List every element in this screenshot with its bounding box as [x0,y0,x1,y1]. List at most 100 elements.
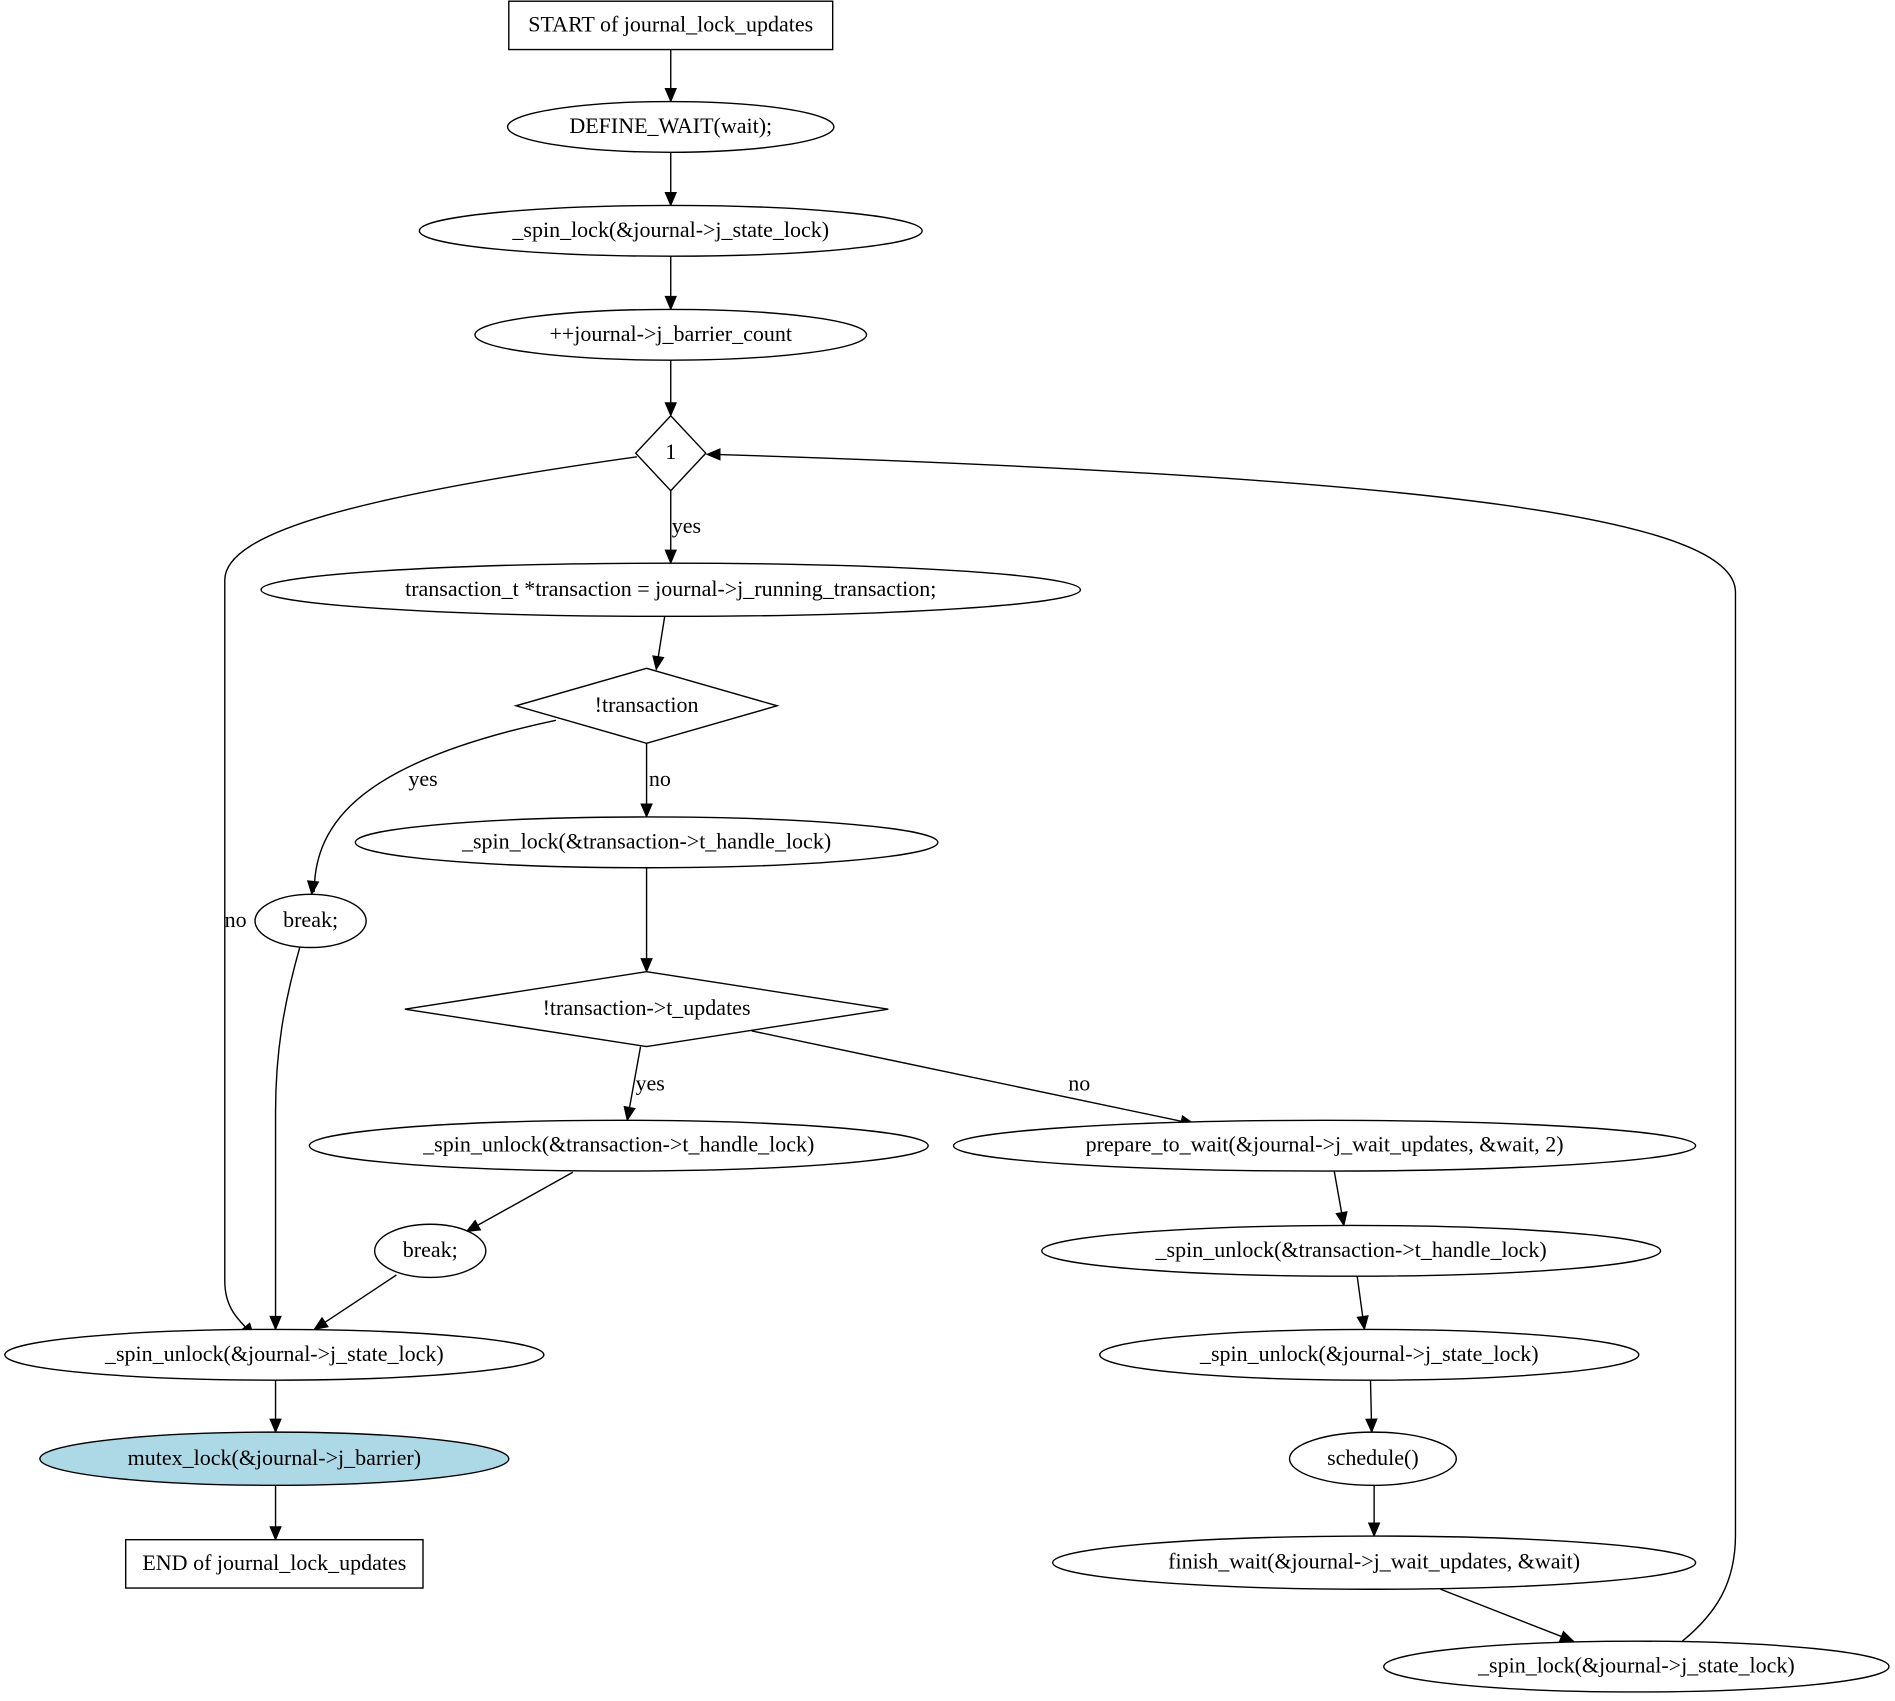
edge-label: yes [672,513,701,538]
arrowhead [640,958,653,973]
arrowhead [652,655,665,671]
node-shape [506,100,835,153]
edge-label: yes [636,1070,665,1095]
node-shape [1383,1640,1890,1693]
arrowhead [705,448,721,461]
edge-label: yes [408,766,437,791]
edge-spin_lock_state-to-barrier_count [664,256,677,311]
node-shape [308,1119,929,1172]
node-label: break; [283,907,338,932]
node-shape [1099,1328,1640,1381]
node-break1: break; [254,893,367,949]
arrowhead [664,191,677,207]
node-barrier-count: ++journal->j_barrier_count [474,308,868,361]
edges-layer: yes no yes no yes no [224,49,1737,1643]
node-start: START of journal_lock_updates [508,0,834,51]
edge-spin_unlock_state_a-to-mutex_lock [269,1380,282,1434]
edge-finish_wait-to-spin_lock_state_2 [1440,1588,1575,1643]
edge-label: no [225,907,247,932]
node-shape [508,0,834,51]
node-shape [254,893,367,949]
edge-line [224,456,637,1330]
node-label: prepare_to_wait(&journal->j_wait_updates… [1086,1132,1564,1157]
node-shape [124,1538,424,1589]
node-spin-unlock-handle-a: _spin_unlock(&transaction->t_handle_lock… [308,1119,929,1172]
node-label: _spin_lock(&journal->j_state_lock) [1477,1653,1795,1678]
node-label: _spin_unlock(&journal->j_state_lock) [1199,1341,1539,1366]
node-schedule: schedule() [1288,1431,1458,1486]
arrowhead [1367,1522,1381,1538]
arrowhead [664,88,677,103]
node-mutex-lock: mutex_lock(&journal->j_barrier) [39,1431,510,1486]
arrowhead [664,402,677,418]
node-label: 1 [665,439,676,464]
node-shape [1051,1535,1697,1590]
nodes-layer: START of journal_lock_updatesDEFINE_WAIT… [4,0,1890,1693]
node-label: !transaction->t_updates [543,995,751,1020]
node-define-wait: DEFINE_WAIT(wait); [506,100,835,153]
node-shape [404,970,889,1048]
arrowhead [1558,1630,1575,1643]
edge-line [274,947,301,1330]
arrowhead [1335,1211,1348,1227]
arrowhead [623,1105,636,1122]
arrowhead [465,1219,482,1233]
node-shape [634,414,707,492]
node-label: schedule() [1327,1445,1419,1470]
edge-barrier_count-to-loop_cond [664,360,677,418]
edge-spin_unlock_handle_b-to-spin_unlock_state_b [1356,1276,1369,1331]
node-label: _spin_unlock(&transaction->t_handle_lock… [422,1132,814,1157]
node-shape [418,204,923,257]
arrowhead [306,880,320,896]
node-label: finish_wait(&journal->j_wait_updates, &w… [1168,1549,1580,1574]
node-label: _spin_unlock(&transaction->t_handle_lock… [1155,1237,1547,1262]
edge-loop_cond-to-transaction: yes [664,490,701,565]
edge-line [751,1030,1195,1125]
arrowhead [664,549,677,565]
edge-define_wait-to-spin_lock_state [664,152,677,207]
edge-spin_lock_state_2-to-loop_cond [705,448,1737,1642]
arrowhead [1356,1315,1369,1331]
node-label: DEFINE_WAIT(wait); [569,113,772,138]
edge-spin_unlock_handle_a-to-break2 [465,1171,574,1233]
node-label: ++journal->j_barrier_count [549,321,791,346]
arrowhead [269,1526,282,1541]
arrowhead [269,1418,282,1434]
node-shape [1041,1224,1662,1277]
node-spin-unlock-state-b: _spin_unlock(&journal->j_state_lock) [1099,1328,1640,1381]
edge-spin_lock_handle-to-not_updates [640,867,653,973]
edge-not_updates-to-spin_unlock_handle_a: yes [623,1046,665,1122]
node-shape [260,562,1082,618]
node-spin-unlock-handle-b: _spin_unlock(&transaction->t_handle_lock… [1041,1224,1662,1277]
edge-start-to-define_wait [664,49,677,103]
arrowhead [269,1315,282,1331]
node-shape [952,1119,1697,1172]
node-label: _spin_lock(&journal->j_state_lock) [511,217,829,242]
node-label: END of journal_lock_updates [142,1550,406,1575]
arrowhead [1365,1418,1378,1434]
edge-not_updates-to-prepare_wait: no [751,1030,1196,1128]
edge-line [466,1171,574,1233]
node-shape [354,816,939,869]
node-prepare-wait: prepare_to_wait(&journal->j_wait_updates… [952,1119,1697,1172]
edge-label: no [1068,1070,1090,1095]
edge-line [313,1274,397,1330]
node-shape [513,667,780,744]
node-not-transaction: !transaction [513,667,780,744]
edge-spin_unlock_state_b-to-schedule [1365,1380,1378,1434]
node-label: _spin_lock(&transaction->t_handle_lock) [461,828,831,853]
edge-prepare_wait-to-spin_unlock_handle_b [1333,1170,1348,1227]
node-label: _spin_unlock(&journal->j_state_lock) [104,1341,444,1366]
node-shape [39,1431,510,1486]
edge-label: no [649,766,671,791]
node-shape [373,1223,487,1279]
edge-break1-to-spin_unlock_state_a [269,947,301,1331]
node-label: transaction_t *transaction = journal->j_… [405,576,936,601]
node-shape [1288,1431,1458,1486]
node-end: END of journal_lock_updates [124,1538,424,1589]
node-not-updates: !transaction->t_updates [404,970,889,1048]
node-spin-unlock-state-a: _spin_unlock(&journal->j_state_lock) [4,1328,545,1381]
edge-line [715,453,1737,1642]
node-finish-wait: finish_wait(&journal->j_wait_updates, &w… [1051,1535,1697,1590]
